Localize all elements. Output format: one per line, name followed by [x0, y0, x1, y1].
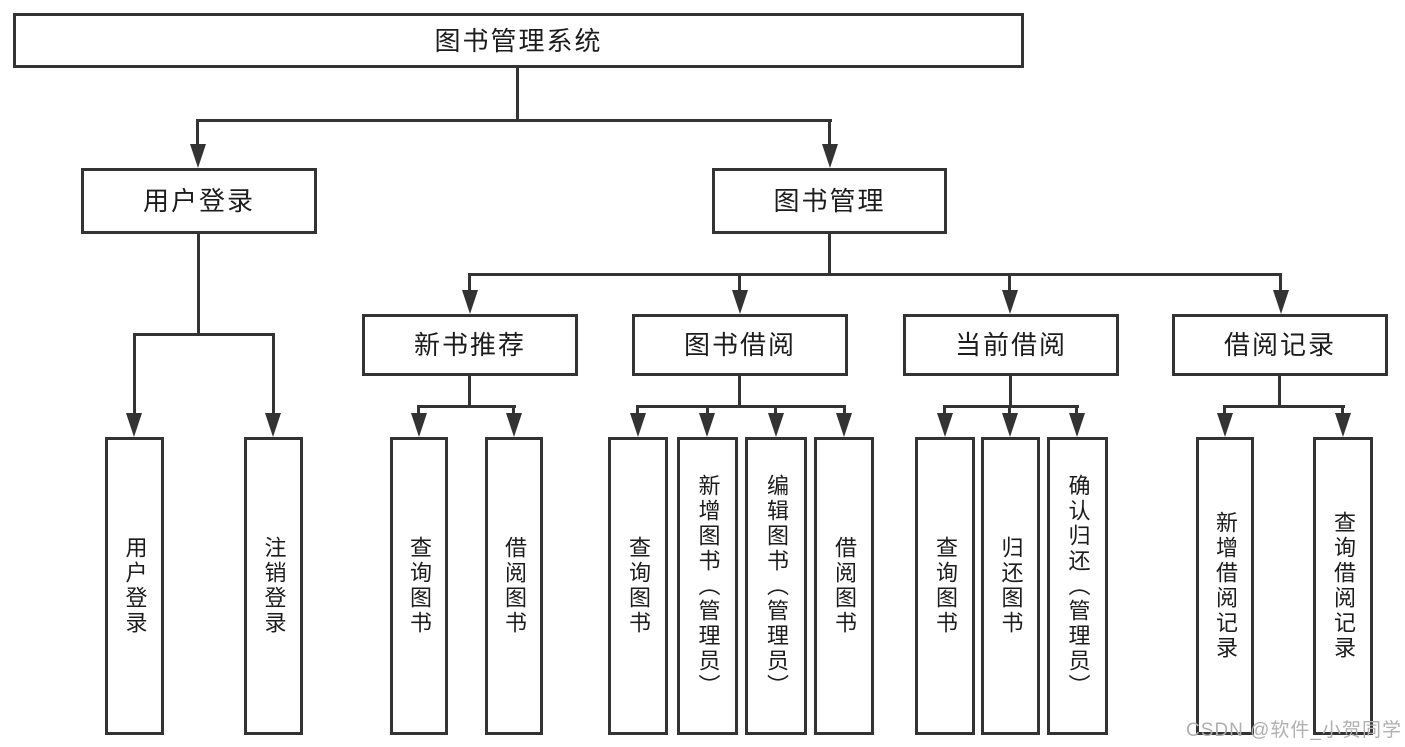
leaf-confirm-return-admin: 确认归还（管理员）	[1047, 437, 1108, 735]
arrow-down-icon	[265, 413, 281, 437]
arrow-down-icon	[1002, 413, 1018, 437]
connector-drop-leaf	[636, 405, 639, 416]
connector-drop-level3	[738, 273, 741, 293]
connector-drop-leaf	[1223, 405, 1226, 416]
arrow-down-icon	[768, 413, 784, 437]
connector-current-trunk	[1009, 376, 1012, 408]
arrow-down-icon	[126, 413, 142, 437]
connector-drop-book-mgmt	[828, 119, 831, 147]
connector-bookmgmt-trunk	[828, 234, 831, 276]
arrow-down-icon	[1273, 290, 1289, 314]
node-book-borrow: 图书借阅	[632, 314, 848, 376]
connector-current-branch	[943, 405, 1079, 408]
leaf-label: 用户登录	[122, 536, 148, 636]
node-root-library-system: 图书管理系统	[13, 13, 1024, 68]
node-label: 新书推荐	[413, 330, 526, 360]
arrow-down-icon	[506, 413, 522, 437]
leaf-label: 借阅图书	[502, 536, 527, 636]
arrow-down-icon	[1217, 413, 1233, 437]
connector-drop-level3	[1008, 273, 1011, 293]
connector-drop-leaf	[943, 405, 946, 416]
connector-drop-level3	[468, 273, 471, 293]
leaf-label: 编辑图书（管理员）	[764, 473, 789, 699]
node-borrow-records: 借阅记录	[1172, 314, 1388, 376]
connector-drop-leaf	[417, 405, 420, 416]
connector-drop-leaf	[1341, 405, 1344, 416]
arrow-down-icon	[937, 413, 953, 437]
node-label: 借阅记录	[1223, 330, 1336, 360]
connector-records-trunk	[1278, 376, 1281, 408]
leaf-add-borrow-record: 新增借阅记录	[1196, 437, 1254, 735]
node-label: 当前借阅	[954, 330, 1067, 360]
node-label: 图书借阅	[683, 330, 796, 360]
leaf-return-book: 归还图书	[981, 437, 1040, 735]
leaf-label: 查询借阅记录	[1331, 511, 1356, 661]
connector-drop-leaf	[774, 405, 777, 416]
node-label: 图书管理系统	[434, 25, 603, 56]
connector-drop-leaf	[133, 333, 136, 416]
leaf-label: 新增借阅记录	[1213, 511, 1238, 661]
arrow-down-icon	[732, 290, 748, 314]
leaf-label: 确认归还（管理员）	[1065, 473, 1091, 699]
connector-drop-level3	[1279, 273, 1282, 293]
connector-level3-branch	[468, 273, 1282, 276]
connector-drop-user-login	[196, 119, 199, 147]
leaf-user-login: 用户登录	[105, 437, 164, 735]
connector-root-branch	[196, 119, 832, 122]
arrow-down-icon	[630, 413, 646, 437]
arrow-down-icon	[1335, 413, 1351, 437]
leaf-label: 归还图书	[998, 536, 1024, 636]
leaf-label: 查询图书	[407, 536, 432, 636]
connector-records-branch	[1223, 405, 1345, 408]
arrow-down-icon	[699, 413, 715, 437]
node-new-book-recommend: 新书推荐	[362, 314, 578, 376]
connector-newbook-trunk	[468, 376, 471, 408]
leaf-query-book-2: 查询图书	[608, 437, 668, 735]
leaf-add-book-admin: 新增图书（管理员）	[677, 437, 738, 735]
arrow-down-icon	[190, 144, 206, 168]
csdn-watermark: CSDN @软件_小贺同学	[1186, 720, 1402, 741]
leaf-query-book-1: 查询图书	[390, 437, 448, 735]
arrow-down-icon	[1002, 290, 1018, 314]
leaf-logout: 注销登录	[244, 437, 303, 735]
leaf-label: 查询图书	[933, 536, 958, 636]
arrow-down-icon	[836, 413, 852, 437]
leaf-label: 查询图书	[626, 536, 651, 636]
leaf-query-book-3: 查询图书	[915, 437, 975, 735]
arrow-down-icon	[462, 290, 478, 314]
connector-borrow-branch	[636, 405, 846, 408]
connector-drop-leaf	[272, 333, 275, 416]
connector-userlogin-trunk	[197, 234, 200, 336]
leaf-borrow-book-1: 借阅图书	[485, 437, 543, 735]
node-label: 用户登录	[142, 186, 255, 216]
connector-newbook-branch	[417, 405, 516, 408]
connector-drop-leaf	[1075, 405, 1078, 416]
leaf-label: 新增图书（管理员）	[695, 473, 721, 699]
leaf-query-borrow-record: 查询借阅记录	[1313, 437, 1373, 735]
leaf-label: 注销登录	[261, 536, 287, 636]
leaf-borrow-book-2: 借阅图书	[814, 437, 874, 735]
leaf-edit-book-admin: 编辑图书（管理员）	[745, 437, 807, 735]
connector-drop-leaf	[843, 405, 846, 416]
connector-userlogin-branch	[133, 333, 275, 336]
arrow-down-icon	[822, 144, 838, 168]
arrow-down-icon	[411, 413, 427, 437]
connector-drop-leaf	[1008, 405, 1011, 416]
connector-drop-leaf	[706, 405, 709, 416]
node-current-borrow: 当前借阅	[903, 314, 1119, 376]
node-book-management: 图书管理	[712, 168, 947, 234]
connector-root-trunk	[516, 68, 519, 121]
arrow-down-icon	[1069, 413, 1085, 437]
node-label: 图书管理	[773, 186, 886, 216]
connector-drop-leaf	[512, 405, 515, 416]
leaf-label: 借阅图书	[832, 536, 857, 636]
node-user-login: 用户登录	[81, 168, 317, 234]
connector-borrow-trunk	[738, 376, 741, 408]
